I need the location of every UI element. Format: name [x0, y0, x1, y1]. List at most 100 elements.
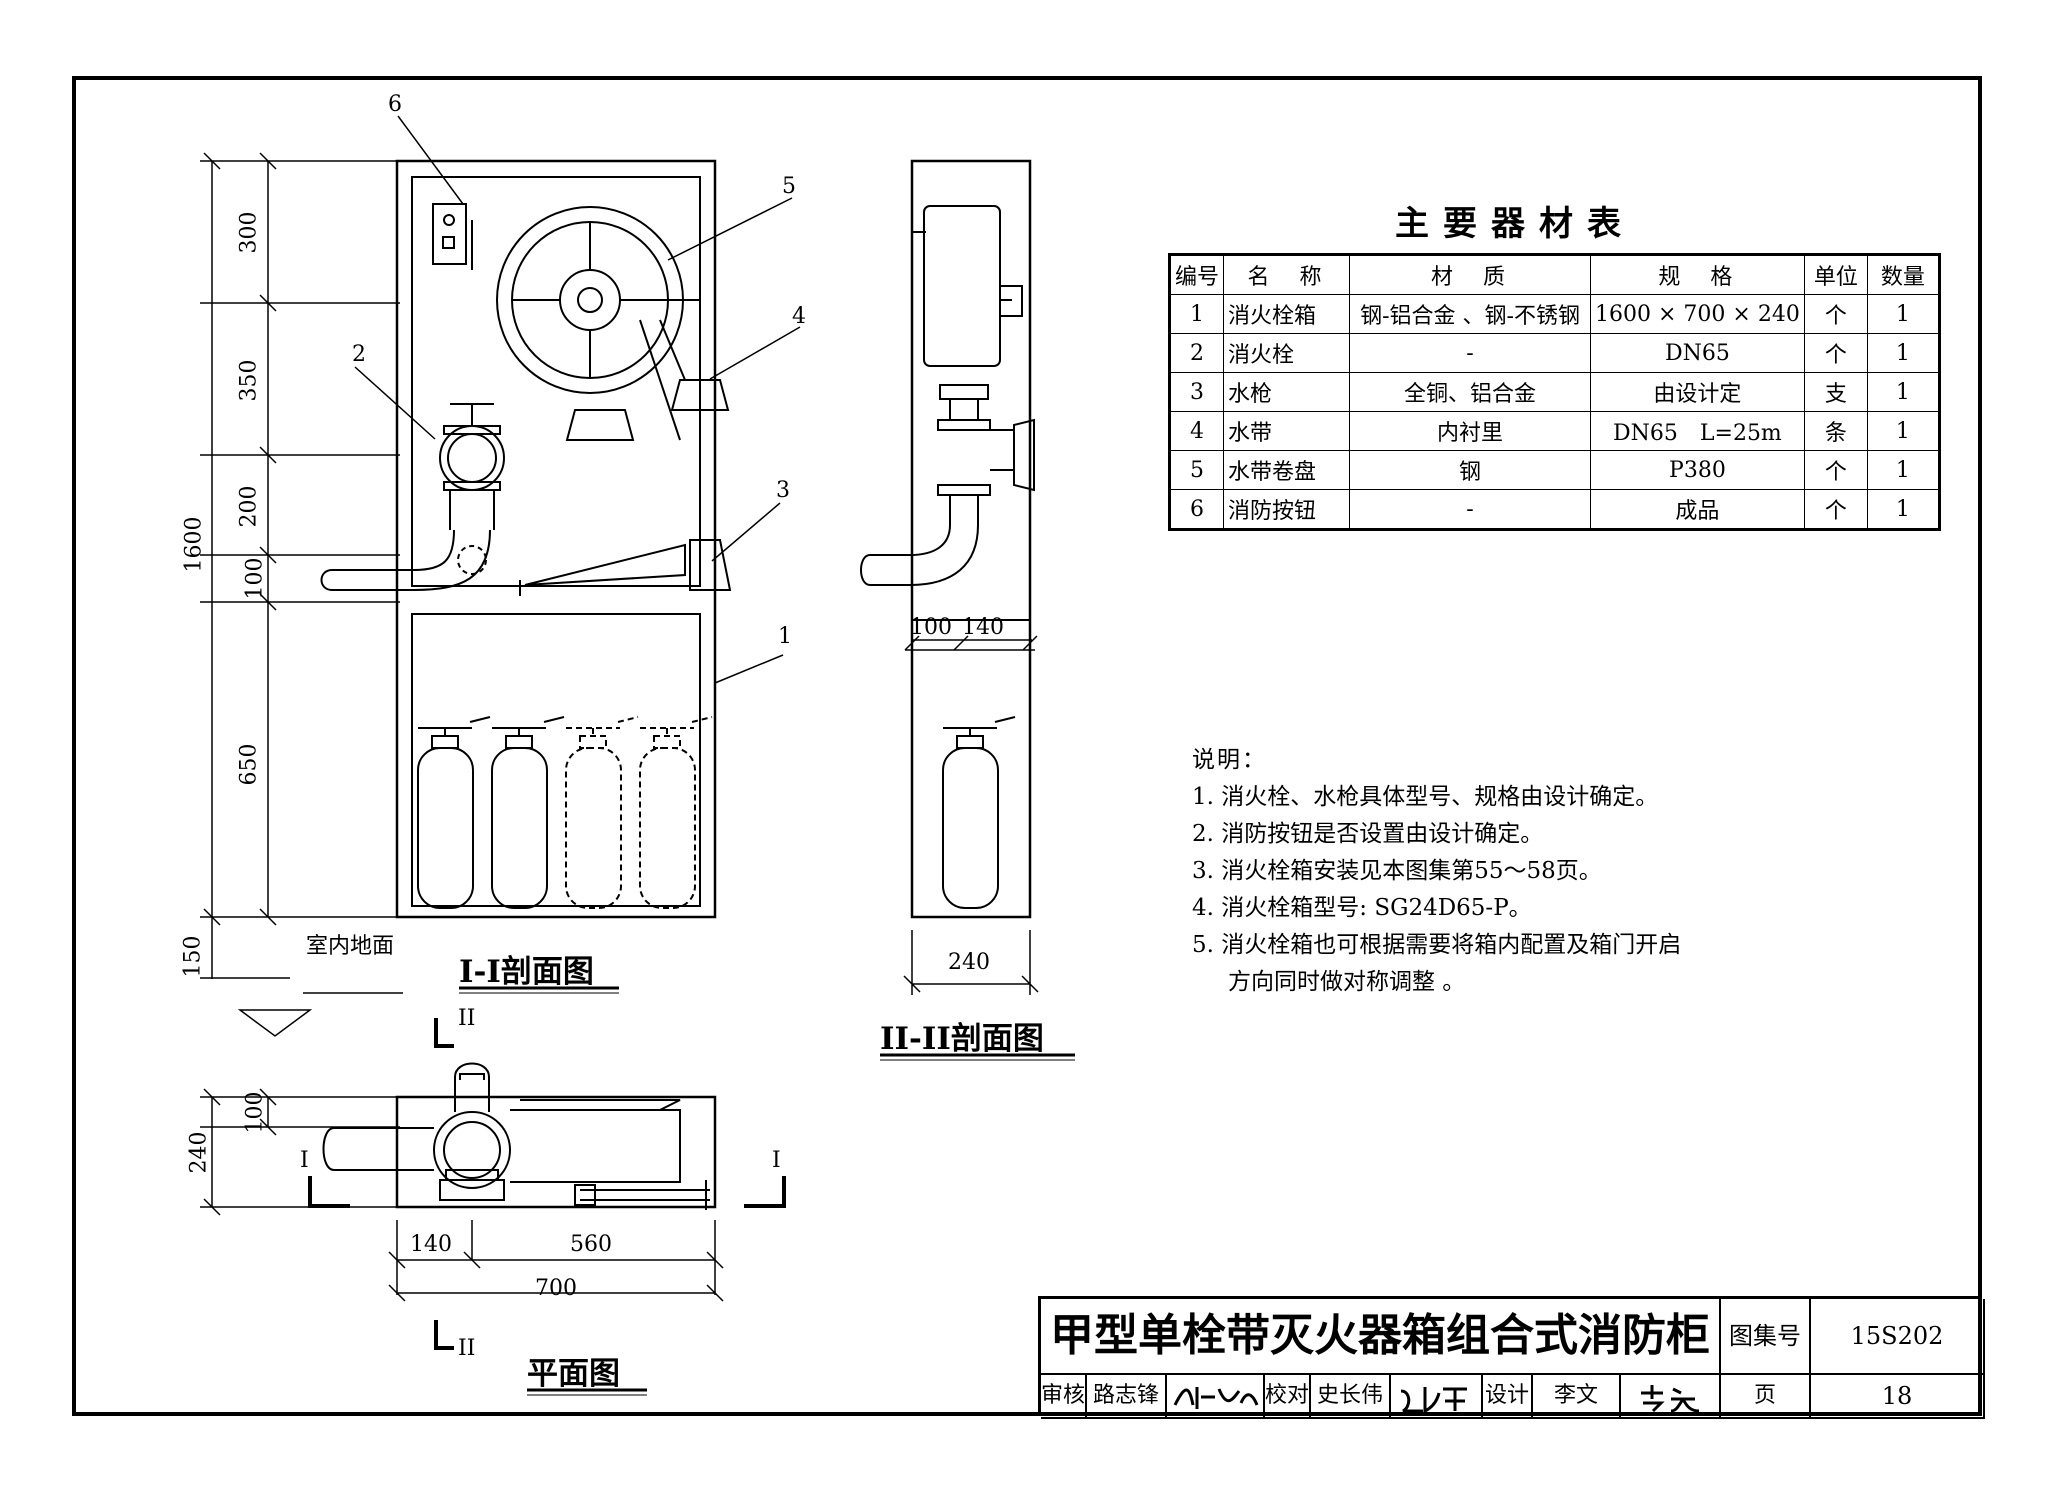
review-label: 审核: [1041, 1375, 1087, 1419]
table-row: 4 水带 内衬里 DN65 L=25m 条 1: [1168, 411, 1940, 451]
nozzle-icon: [565, 379, 730, 441]
plan-dim-560: 560: [570, 1232, 612, 1257]
cell-name: 水带: [1223, 411, 1351, 451]
cell-qty: 1: [1866, 450, 1940, 490]
designer-signature: [1621, 1375, 1721, 1419]
dim-300: 300: [236, 211, 262, 254]
cell-spec: P380: [1590, 450, 1805, 490]
fire-button-icon: [432, 203, 473, 270]
check-label: 校对: [1265, 1375, 1311, 1419]
cell-unit: 个: [1803, 294, 1868, 334]
table-row: 3 水枪 全铜、铝合金 由设计定 支 1: [1168, 372, 1940, 412]
header-name: 名 称: [1223, 254, 1351, 295]
designer-signature-mark: [1641, 1385, 1700, 1413]
cell-qty: 1: [1866, 372, 1940, 412]
section-mark-ii-bottom: II: [458, 1336, 476, 1361]
cell-material: 内衬里: [1349, 411, 1592, 451]
cell-qty: 1: [1866, 411, 1940, 451]
note-item: 方向同时做对称调整 。: [1228, 969, 1466, 995]
materials-table: 编号 名 称 材 质 规 格 单位 数量 1 消火栓箱 钢-铝合金 、钢-不锈钢…: [1168, 253, 1941, 531]
table-row: 1 消火栓箱 钢-铝合金 、钢-不锈钢 1600 × 700 × 240 个 1: [1168, 294, 1940, 334]
section-1-1-view: [320, 159, 732, 919]
section-mark-i-right: I: [772, 1148, 781, 1173]
floor-label: 室内地面: [306, 934, 395, 959]
header-unit: 单位: [1803, 254, 1868, 295]
page-number: 18: [1811, 1375, 1985, 1419]
header-qty: 数量: [1866, 254, 1940, 295]
cell-unit: 个: [1803, 450, 1868, 490]
dim-350: 350: [236, 359, 262, 402]
section-2-2-title: II-II剖面图: [880, 1021, 1044, 1057]
fire-hydrant-valve-icon: [320, 403, 505, 591]
dim-100: 100: [242, 557, 268, 600]
design-label: 设计: [1483, 1375, 1533, 1419]
callout-5: 5: [782, 174, 796, 199]
cell-unit: 条: [1803, 411, 1868, 451]
reviewer-signature-mark: [1173, 1387, 1259, 1409]
section-mark-ii-top: II: [458, 1006, 476, 1031]
reviewer-signature: [1167, 1375, 1265, 1419]
nozzle-icon: [519, 539, 732, 596]
fire-extinguisher-icon: [639, 716, 713, 909]
cell-name: 消防按钮: [1223, 489, 1351, 530]
plan-dim-240: 240: [186, 1131, 212, 1174]
drawing-title: 甲型单栓带灭火器箱组合式消防柜: [1041, 1299, 1721, 1375]
cell-material: 钢: [1349, 450, 1592, 490]
fire-extinguisher-icon: [491, 716, 565, 909]
table-row: 5 水带卷盘 钢 P380 个 1: [1168, 450, 1940, 490]
cell-qty: 1: [1866, 333, 1940, 373]
callout-1: 1: [778, 624, 792, 649]
table-row: 2 消火栓 - DN65 个 1: [1168, 333, 1940, 373]
side-dim-100: 100: [910, 615, 952, 640]
notes-title: 说明：: [1192, 747, 1267, 773]
dim-200: 200: [236, 485, 262, 528]
section-mark-i-left: I: [300, 1148, 309, 1173]
section-1-1-title: I-I剖面图: [459, 954, 594, 990]
table-header-row: 编号 名 称 材 质 规 格 单位 数量: [1168, 254, 1940, 295]
cell-spec: 1600 × 700 × 240: [1590, 294, 1805, 334]
notes: 说明： 1. 消火栓、水枪具体型号、规格由设计确定。 2. 消防按钮是否设置由设…: [1192, 742, 1681, 1001]
dim-650: 650: [236, 743, 262, 786]
atlas-number: 15S202: [1811, 1299, 1985, 1375]
section-2-2-view: [860, 159, 1039, 995]
cell-spec: 由设计定: [1590, 372, 1805, 412]
cell-material: -: [1349, 489, 1592, 530]
side-dim-240: 240: [948, 950, 990, 975]
title-block: 甲型单栓带灭火器箱组合式消防柜 图集号 15S202 审核 路志锋 校对 史长伟…: [1038, 1296, 1985, 1419]
atlas-label: 图集号: [1721, 1299, 1811, 1375]
callout-leaders: [354, 115, 801, 684]
cell-unit: 支: [1803, 372, 1868, 412]
callout-6: 6: [388, 92, 402, 117]
side-dim-140: 140: [962, 615, 1004, 640]
cell-material: 全铜、铝合金: [1349, 372, 1592, 412]
cell-qty: 1: [1866, 294, 1940, 334]
cell-no: 2: [1168, 333, 1225, 373]
note-item: 5. 消火栓箱也可根据需要将箱内配置及箱门开启: [1192, 932, 1682, 958]
note-item: 3. 消火栓箱安装见本图集第55～58页。: [1192, 858, 1602, 884]
hose-reel-icon: [496, 206, 701, 441]
callout-2: 2: [352, 342, 366, 367]
cell-name: 水枪: [1223, 372, 1351, 412]
cell-spec: DN65: [1590, 333, 1805, 373]
checker-name: 史长伟: [1311, 1375, 1391, 1419]
fire-extinguisher-icon: [565, 716, 639, 909]
cell-no: 6: [1168, 489, 1225, 530]
section-1-1-dimensions: [200, 152, 403, 1037]
checker-signature: [1391, 1375, 1483, 1419]
cell-name: 消火栓: [1223, 333, 1351, 373]
plan-dim-700: 700: [535, 1276, 577, 1301]
header-no: 编号: [1168, 254, 1225, 295]
callout-3: 3: [776, 478, 790, 503]
cell-unit: 个: [1803, 333, 1868, 373]
header-material: 材 质: [1349, 254, 1592, 295]
callout-4: 4: [792, 304, 806, 329]
drawing-frame: [72, 76, 1982, 1416]
plan-dim-140: 140: [410, 1232, 452, 1257]
cell-spec: 成品: [1590, 489, 1805, 530]
fire-extinguisher-icon: [942, 716, 1016, 909]
cell-no: 1: [1168, 294, 1225, 334]
designer-name: 李文: [1533, 1375, 1621, 1419]
reviewer-name: 路志锋: [1087, 1375, 1167, 1419]
